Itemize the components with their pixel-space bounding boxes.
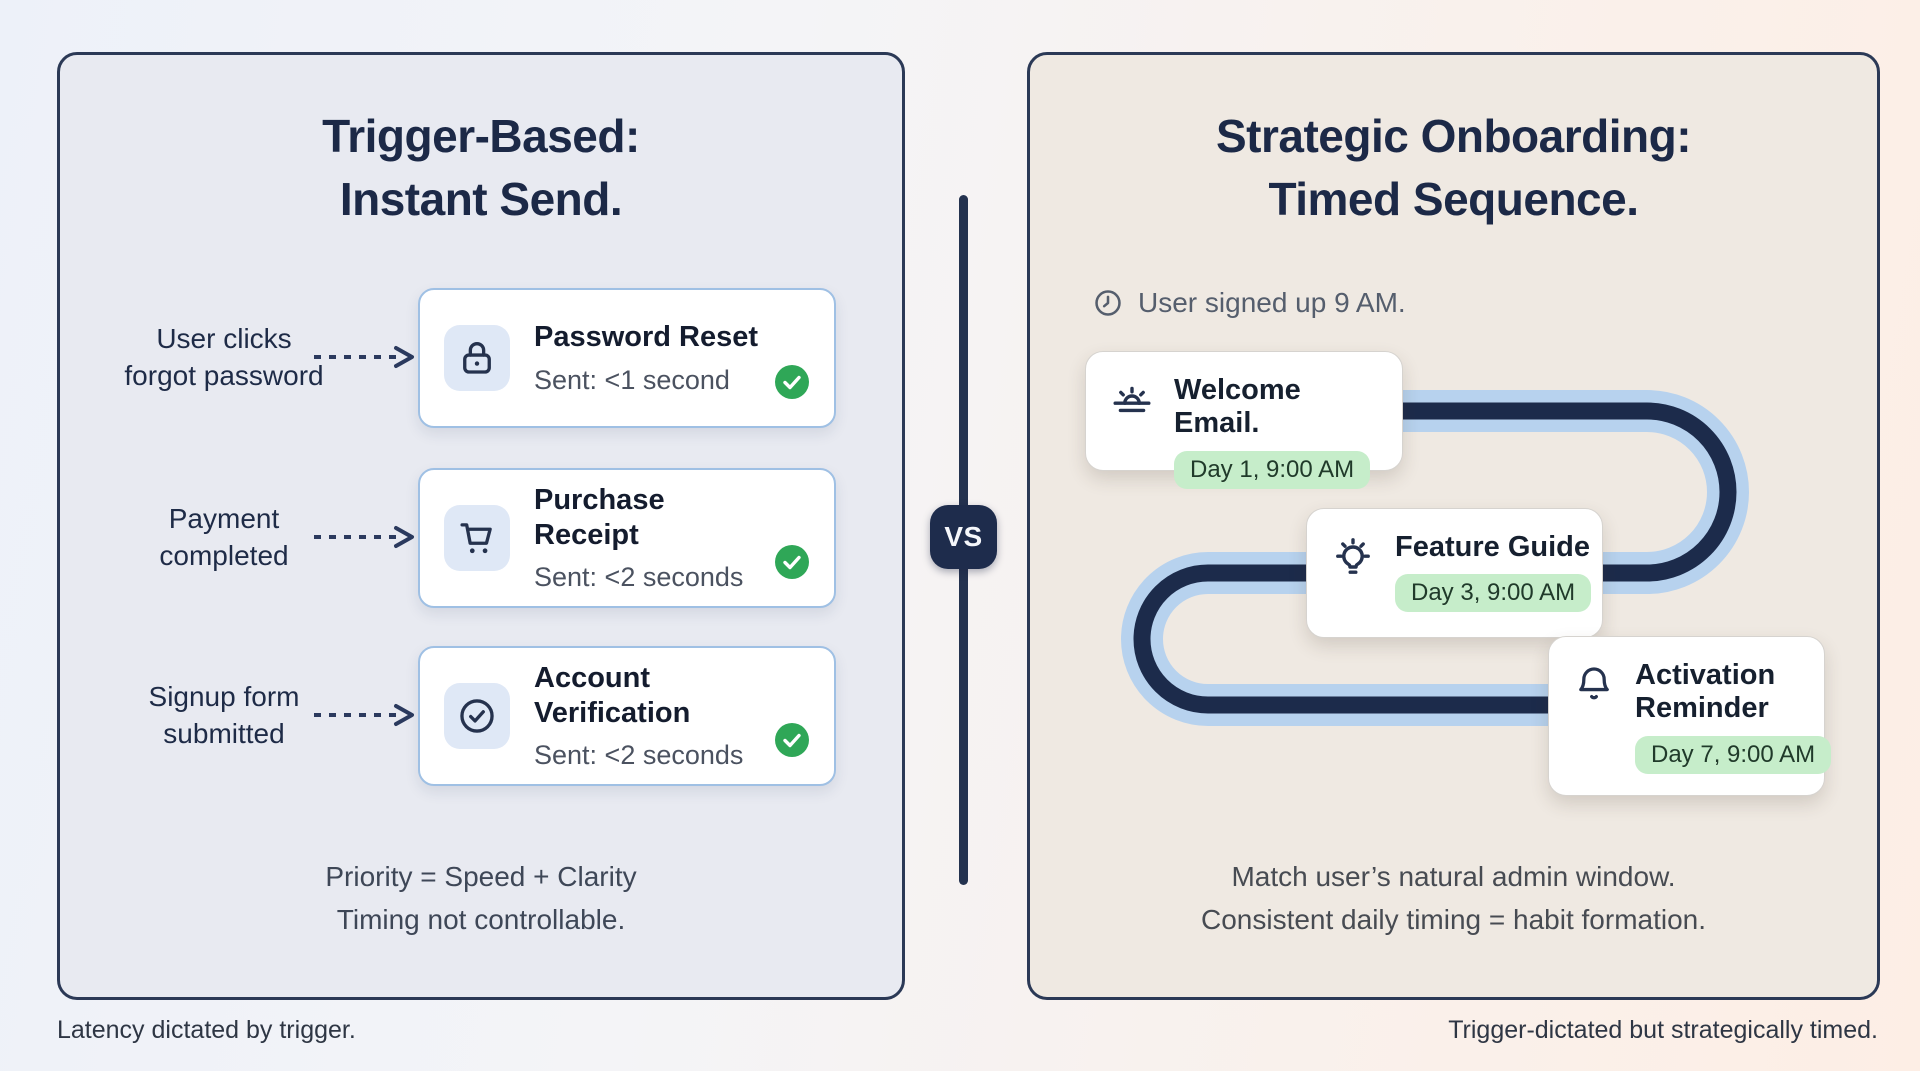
trigger-based-panel: Trigger-Based: Instant Send. User clicks… — [57, 52, 905, 1000]
trigger-row-password-reset: User clicks forgot password Password Res… — [60, 288, 902, 428]
email-card-account-verification: Account Verification Sent: <2 seconds — [418, 646, 836, 786]
lock-icon — [463, 342, 491, 374]
dashed-arrow-icon — [314, 346, 414, 368]
sunrise-icon — [1113, 386, 1151, 413]
trigger-label: Payment completed — [78, 501, 370, 575]
card-sent-time: Sent: <2 seconds — [534, 562, 744, 593]
check-circle-icon — [460, 699, 494, 733]
right-title-line1: Strategic Onboarding: — [1215, 110, 1692, 162]
step-text: Feature Guide Day 3, 9:00 AM — [1395, 531, 1592, 613]
strategic-onboarding-panel: Strategic Onboarding: Timed Sequence. Us… — [1027, 52, 1880, 1000]
signup-note-text: User signed up 9 AM. — [1138, 287, 1406, 318]
bell-icon — [1579, 667, 1609, 700]
step-title: Activation Reminder — [1635, 659, 1776, 725]
step-title: Feature Guide — [1395, 531, 1590, 563]
left-title-line1: Trigger-Based: — [322, 110, 640, 162]
trigger-label-line1: User clicks — [156, 323, 292, 354]
card-text: Password Reset Sent: <1 second — [534, 320, 774, 396]
right-title-line2: Timed Sequence. — [1268, 173, 1639, 226]
step-schedule-badge: Day 1, 9:00 AM — [1174, 450, 1371, 489]
card-text: Account Verification Sent: <2 seconds — [534, 661, 774, 772]
vs-badge-label: VS — [944, 521, 983, 552]
card-sent-time: Sent: <1 second — [534, 364, 730, 395]
right-footer-line2: Consistent daily timing = habit formatio… — [1200, 904, 1707, 936]
lightbulb-icon — [1336, 538, 1370, 574]
onboarding-flow-path — [1121, 390, 1749, 726]
clock-icon — [1095, 290, 1121, 316]
icon-tile — [444, 325, 510, 391]
shopping-cart-icon — [460, 523, 492, 554]
step-card-feature-guide: Feature Guide Day 3, 9:00 AM — [1306, 508, 1603, 638]
success-check-icon — [775, 545, 809, 579]
trigger-label-line2: submitted — [163, 717, 285, 749]
left-panel-footer: Priority = Speed + Clarity Timing not co… — [60, 855, 902, 942]
trigger-label-line1: Signup form — [148, 681, 300, 712]
step-schedule-badge: Day 7, 9:00 AM — [1635, 735, 1832, 774]
icon-tile — [444, 683, 510, 749]
step-schedule-badge: Day 3, 9:00 AM — [1395, 574, 1592, 613]
right-footer-line1: Match user’s natural admin window. — [1231, 861, 1676, 892]
step-text: Welcome Email. Day 1, 9:00 AM — [1174, 374, 1380, 489]
right-panel-footer: Match user’s natural admin window. Consi… — [1030, 855, 1877, 942]
step-title: Welcome Email. — [1174, 374, 1301, 440]
left-title-line2: Instant Send. — [339, 173, 623, 226]
left-footer-line2: Timing not controllable. — [336, 904, 626, 936]
trigger-label: Signup form submitted — [78, 679, 370, 753]
step-card-activation-reminder: Activation Reminder Day 7, 9:00 AM — [1548, 636, 1832, 796]
card-title: Password Reset — [534, 321, 759, 354]
step-text: Activation Reminder Day 7, 9:00 AM — [1635, 659, 1832, 774]
trigger-label-line2: forgot password — [124, 359, 324, 391]
success-check-icon — [775, 365, 809, 399]
email-card-purchase-receipt: Purchase Receipt Sent: <2 seconds — [418, 468, 836, 608]
left-panel-title: Trigger-Based: Instant Send. — [60, 105, 902, 232]
card-text: Purchase Receipt Sent: <2 seconds — [534, 483, 774, 594]
signup-note: User signed up 9 AM. — [1092, 287, 1406, 319]
trigger-label-line2: completed — [159, 539, 289, 571]
left-footer-line1: Priority = Speed + Clarity — [325, 861, 637, 892]
vs-badge: VS — [930, 505, 997, 569]
email-card-password-reset: Password Reset Sent: <1 second — [418, 288, 836, 428]
trigger-label: User clicks forgot password — [78, 321, 370, 395]
left-caption: Latency dictated by trigger. — [57, 1016, 356, 1044]
right-panel-title: Strategic Onboarding: Timed Sequence. — [1030, 105, 1877, 232]
card-sent-time: Sent: <2 seconds — [534, 740, 744, 771]
dashed-arrow-icon — [314, 526, 414, 548]
card-title: Account Verification — [534, 661, 691, 729]
trigger-row-purchase-receipt: Payment completed Purchase Receipt Sen — [60, 468, 902, 608]
trigger-label-line1: Payment — [168, 503, 280, 534]
dashed-arrow-icon — [314, 704, 414, 726]
right-caption: Trigger-dictated but strategically timed… — [1448, 1016, 1878, 1044]
icon-tile — [444, 505, 510, 571]
trigger-row-account-verification: Signup form submitted Account Verificati… — [60, 646, 902, 786]
step-card-welcome-email: Welcome Email. Day 1, 9:00 AM — [1085, 351, 1403, 489]
card-title: Purchase Receipt — [534, 483, 665, 551]
success-check-icon — [775, 723, 809, 757]
